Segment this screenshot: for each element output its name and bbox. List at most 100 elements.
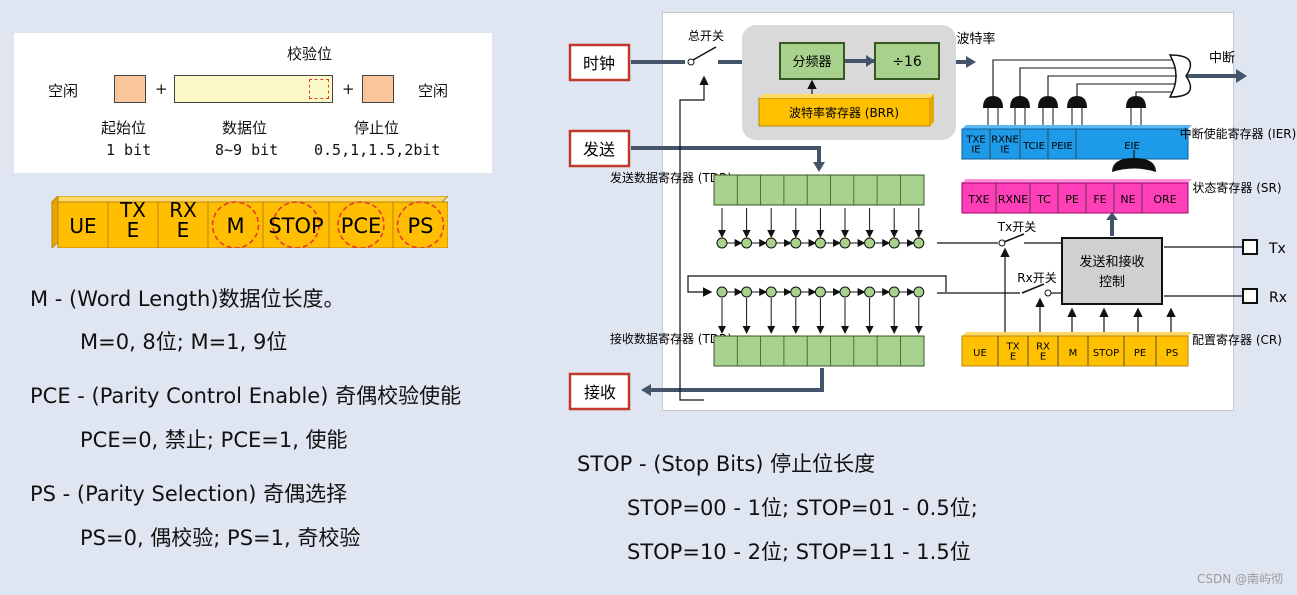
idle-left-label: 空闲 [48,82,79,100]
sr-field-ore: ORE [1153,193,1176,206]
usart-diagram-svg: 时钟 发送 接收 总开关 分频器 ÷16 波特率寄存器 (BRR) 波特率 中断 [568,25,1297,411]
shift-bit [888,286,900,298]
cr-field-stop: STOP [1093,348,1119,359]
sr-field-pe: PE [1065,193,1079,206]
tx-pin-label: Tx [1268,241,1286,257]
ier-register [961,128,1189,160]
tdr-register [713,174,925,206]
shift-bit [741,286,753,298]
watermark: CSDN @南屿彻 [1196,572,1283,586]
send-box [568,129,631,168]
shift-bit [864,286,876,298]
sr-field-rxne: RXNE [998,193,1028,206]
start-bit-label: 起始位 [101,119,147,137]
data-bit-count: 8~9 bit [215,141,279,159]
ier-field-tcie: TCIE [1022,141,1045,152]
ier-field-peie: PEIE [1051,141,1073,152]
data-bit-label: 数据位 [222,119,268,137]
cr-title: 配置寄存器 (CR) [1192,332,1282,347]
sr-field-txe: TXE [967,193,989,206]
tx-switch-pivot [998,239,1006,247]
prescaler-label: 分频器 [792,55,831,70]
shift-bit [864,237,876,249]
divide-by-16-box [874,42,940,80]
shift-bit [765,286,777,298]
cr-register [961,335,1189,367]
rdr-title: 接收数据寄存器 (TDR) [610,331,732,346]
ier-field-eie: EIE [1124,141,1140,152]
stop-bit-cell [362,75,394,103]
cr-bar-field-m: M [226,214,244,238]
receive-label: 接收 [584,383,616,402]
idle-right-label: 空闲 [418,82,449,100]
send-label: 发送 [583,140,615,159]
highlight-ring [272,201,320,248]
cr-field-pe: PE [1134,348,1146,359]
shift-bit [839,237,851,249]
shift-bit [741,237,753,249]
m-values: M=0, 8位; M=1, 9位 [80,330,288,354]
master-switch-pivot [687,58,695,66]
control-label-2: 控制 [1099,275,1125,290]
sr-title: 状态寄存器 (SR) [1192,180,1281,195]
stop-bit-count: 0.5,1,1.5,2bit [314,141,441,159]
ps-description: PS - (Parity Selection) 奇偶选择 [30,482,348,506]
ps-values: PS=0, 偶校验; PS=1, 奇校验 [80,526,361,550]
cr-bar-field-stop: STOP [268,214,323,238]
cr-bar-field-ue: UE [69,214,96,238]
stop-description: STOP - (Stop Bits) 停止位长度 [577,452,876,476]
plus-sign: + [155,80,168,98]
receive-box [568,372,631,411]
rx-switch-label: Rx开关 [1017,271,1056,285]
stop-values-1: STOP=00 - 1位; STOP=01 - 0.5位; [627,496,978,520]
ier-title: 中断使能寄存器 (IER) [1180,126,1297,141]
shift-bit [814,237,826,249]
stop-bit-label: 停止位 [354,119,400,137]
start-bit-cell [114,75,146,103]
m-description: M - (Word Length)数据位长度。 [30,287,345,311]
plus-sign: + [342,80,355,98]
cr-bar-field-ps: PS [408,214,434,238]
cr-field-ue: UE [973,348,987,359]
shift-bit [765,237,777,249]
shift-bit [790,237,802,249]
clock-box [568,43,631,82]
data-bits-cell [174,75,333,103]
shift-bit [814,286,826,298]
parity-label: 校验位 [287,45,333,63]
shift-bit [888,237,900,249]
sr-field-fe: FE [1093,193,1106,206]
sr-field-ne: NE [1120,193,1135,206]
shift-bit [790,286,802,298]
pce-description: PCE - (Parity Control Enable) 奇偶校验使能 [30,384,462,408]
sr-register [961,182,1189,214]
clock-label: 时钟 [583,54,615,73]
stop-values-2: STOP=10 - 2位; STOP=11 - 1.5位 [627,540,971,564]
rdr-register [713,335,925,367]
divide-label: ÷16 [892,54,922,70]
rx-pin-label: Rx [1269,290,1287,306]
master-switch-label: 总开关 [688,29,724,43]
baud-rate-label: 波特率 [956,31,995,47]
shift-bit [716,286,728,298]
shift-bit [716,237,728,249]
shift-bit [913,286,925,298]
tx-switch-label: Tx开关 [997,220,1036,234]
cr-field-ps: PS [1166,348,1178,359]
tdr-title: 发送数据寄存器 (TDR) [610,170,732,185]
highlight-ring [211,201,260,248]
rx-pin [1242,288,1258,304]
shift-bit [839,286,851,298]
highlight-ring [337,201,385,248]
tx-rx-control-block [1061,237,1163,305]
pce-values: PCE=0, 禁止; PCE=1, 使能 [80,428,348,452]
error-or-gate [1112,158,1156,172]
brr-label: 波特率寄存器 (BRR) [789,105,899,120]
control-label-1: 发送和接收 [1079,254,1144,270]
